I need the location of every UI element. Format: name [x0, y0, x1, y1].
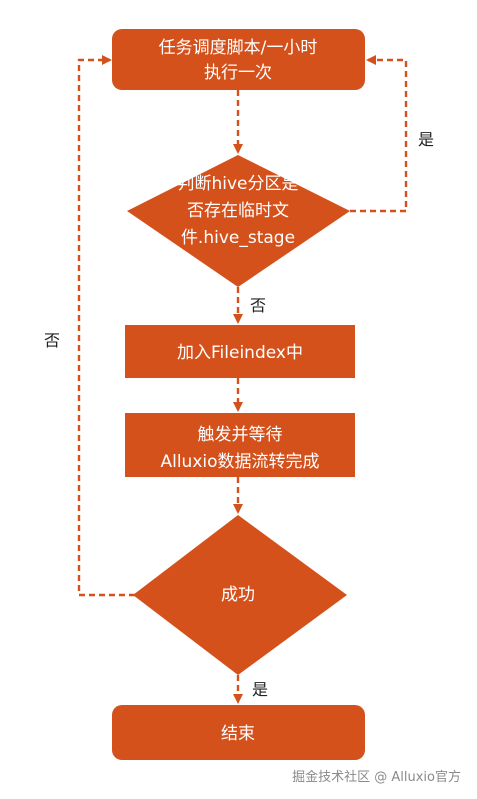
edge-no-loop: [77, 55, 135, 597]
check-line3: 件.hive_stage: [181, 228, 295, 248]
task-line2: 执行一次: [204, 63, 272, 83]
check-line2: 否存在临时文: [187, 201, 289, 221]
watermark: 掘金技术社区 @ Alluxio官方: [292, 770, 461, 785]
end-node: [112, 705, 365, 760]
edge-label-yes-end: 是: [252, 680, 268, 699]
task-line1: 任务调度脚本/一小时: [159, 38, 318, 58]
trigger-transfer-node: [125, 413, 355, 477]
edge-label-yes-loop: 是: [418, 130, 434, 149]
check-line1: 判断hive分区是: [177, 174, 298, 194]
edge-label-no-loop: 否: [44, 331, 60, 350]
success-check-node: [133, 515, 347, 675]
add-index-node: [125, 325, 355, 378]
trigger-line1: 触发并等待: [198, 425, 283, 445]
add-index-label: 加入Fileindex中: [177, 343, 303, 363]
check-partition-node: [127, 155, 350, 287]
trigger-line2: Alluxio数据流转完成: [160, 452, 319, 472]
edge-label-no-down: 否: [250, 296, 266, 315]
task-node: [112, 29, 365, 90]
success-label: 成功: [221, 585, 255, 605]
edge-yes-loop: [350, 55, 408, 213]
end-label: 结束: [221, 724, 255, 744]
